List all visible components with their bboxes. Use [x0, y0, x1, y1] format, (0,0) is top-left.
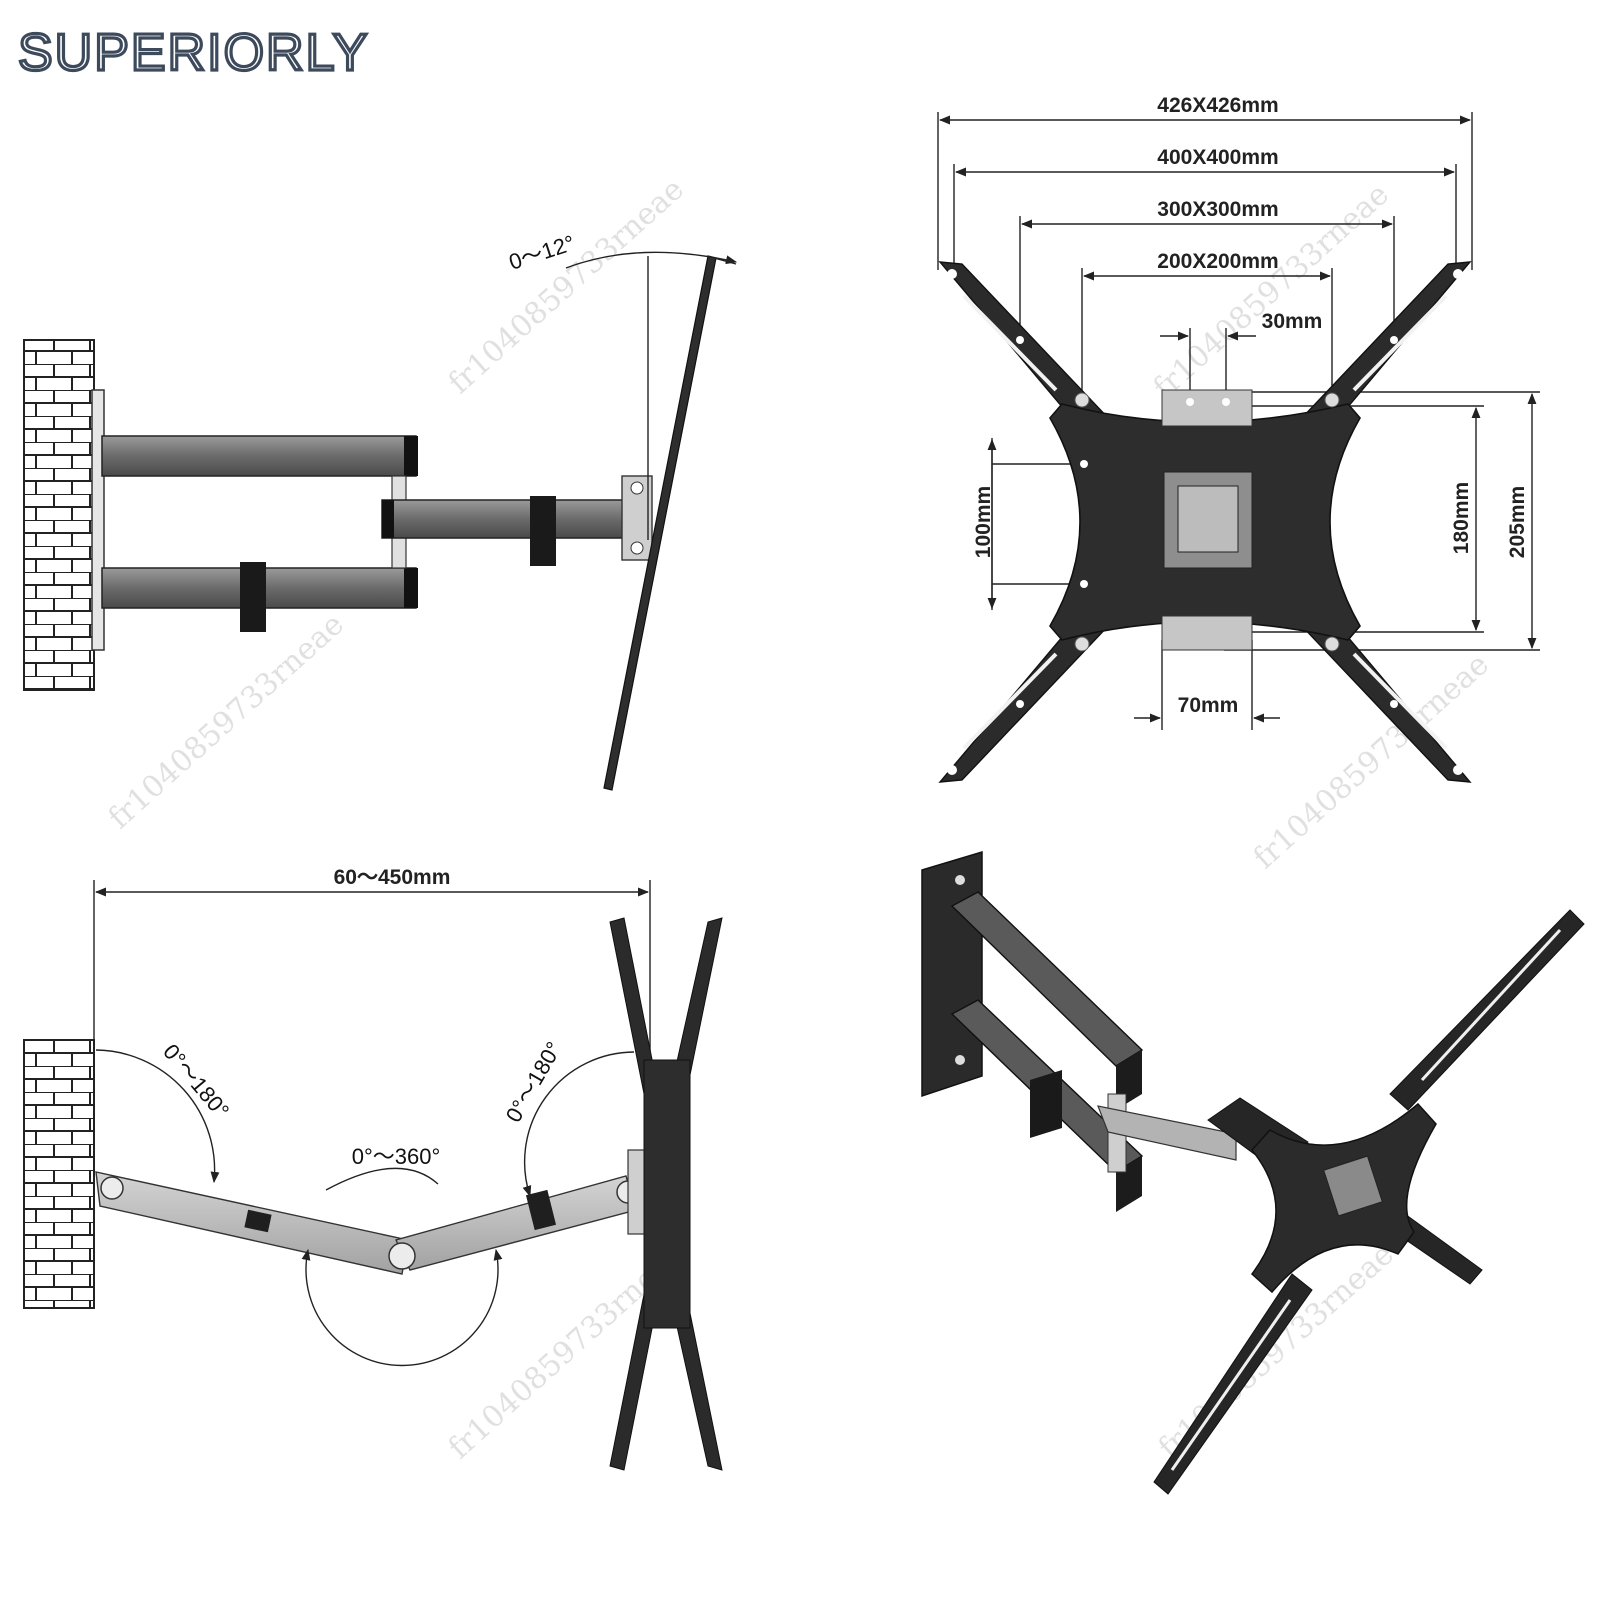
bolt-icon: [630, 481, 644, 495]
wall-brick-icon: [23, 1039, 95, 1309]
brand-logo: SUPERIORLY: [18, 24, 369, 82]
pivot-icon: [388, 1242, 416, 1270]
top-view: 60～450mm 0°～180° 0°～360° 0°～180°: [23, 866, 723, 1471]
dim-180: 180mm: [1450, 482, 1473, 554]
arm-cap: [404, 568, 418, 608]
pivot-icon: [100, 1176, 124, 1200]
watermark-text: fr1040859733rneae: [442, 172, 691, 401]
mid-swivel-arc: [301, 1248, 503, 1367]
vesa-plate-3d: [1153, 909, 1585, 1495]
mid-swivel-label: 0°～360°: [352, 1144, 441, 1169]
dim-100: 100mm: [972, 486, 995, 558]
tv-swivel-label: 0°～180°: [501, 1037, 567, 1126]
wall-swivel-label: 0°～180°: [158, 1039, 234, 1123]
front-arm: [381, 499, 633, 539]
extension-label: 60～450mm: [334, 866, 451, 889]
second-arm: [395, 1175, 637, 1271]
arm-cap: [404, 436, 418, 476]
perspective-view: [921, 850, 1585, 1495]
tv-swivel-arc: [522, 1051, 635, 1198]
dim-70: 70mm: [1178, 694, 1239, 717]
upper-arm: [101, 435, 417, 477]
wall-plate-3d: [921, 850, 983, 1098]
wall-plate: [91, 389, 105, 651]
side-view: 0～12°: [23, 230, 738, 791]
arm-cap: [382, 500, 394, 538]
wall-swivel-arc: [95, 1049, 220, 1184]
tilt-arc: [565, 251, 738, 269]
arm-clamp: [530, 496, 556, 566]
arm-clamp: [244, 1209, 272, 1233]
arm-clamp: [1030, 1070, 1062, 1138]
arm-clamp: [525, 1189, 557, 1231]
front-arm-3d: [1097, 1105, 1237, 1161]
dim-30: 30mm: [1262, 310, 1323, 333]
vesa-x-plate: [938, 261, 1472, 783]
arm-clamp: [240, 562, 266, 632]
wall-brick-icon: [23, 339, 95, 691]
bolt-icon: [630, 541, 644, 555]
vesa-view: 426X426mm 400X400mm 300X300mm 200X200mm …: [937, 94, 1540, 783]
dim-205: 205mm: [1506, 486, 1529, 558]
dim-200: 200X200mm: [1157, 250, 1278, 273]
vesa-dimension-lines: [937, 112, 1540, 730]
dim-400: 400X400mm: [1157, 146, 1278, 169]
dim-426: 426X426mm: [1157, 94, 1278, 117]
mid-swivel-top: [325, 1167, 439, 1191]
dim-300: 300X300mm: [1157, 198, 1278, 221]
tv-plate-top: [609, 917, 723, 1471]
watermark-text: fr1040859733rneae: [102, 607, 351, 836]
